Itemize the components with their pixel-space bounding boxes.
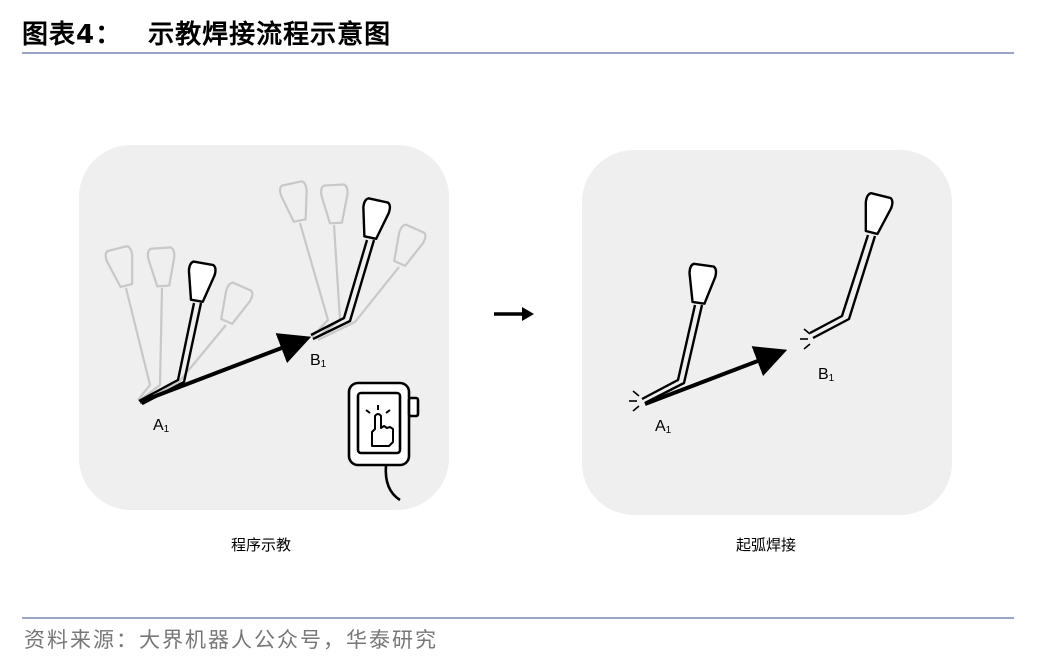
right-arrow-icon [494,307,534,321]
path-arrow [139,333,312,404]
robot-arm-torch-icon [809,191,895,340]
figure-title-prefix: 图表4： [22,20,123,50]
ghost-torch-group-a [103,244,256,401]
teach-pendant-icon [347,381,420,502]
ghost-torch-group-b [277,179,429,341]
right-label-b1: B1 [818,366,835,384]
right-label-a1: A1 [655,418,672,436]
figure-title-text: 示教焊接流程示意图 [148,20,392,50]
tap-hand-icon [365,405,394,447]
left-label-b1: B1 [310,352,327,370]
figure-title: 图表4： 示教焊接流程示意图 [22,14,391,51]
arc-spark-icon [800,328,811,350]
left-caption: 程序示教 [231,536,292,554]
robot-arm-torch-icon [310,196,393,341]
arc-spark-icon [629,390,640,412]
source-note: 资料来源：大界机器人公众号，华泰研究 [24,628,438,652]
path-arrow [644,346,788,406]
top-divider [22,52,1014,54]
robot-arm-torch-icon [641,262,719,405]
bottom-divider [22,617,1014,619]
right-caption: 起弧焊接 [736,536,797,554]
left-label-a1: A1 [153,417,170,435]
